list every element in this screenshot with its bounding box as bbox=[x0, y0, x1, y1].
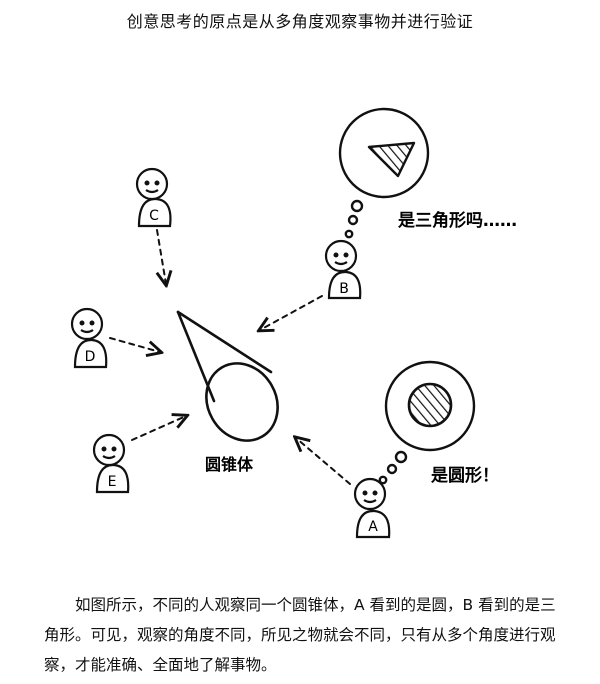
person-d bbox=[70, 307, 108, 369]
arrow-b-to-cone bbox=[260, 295, 323, 330]
person-d-letter: D bbox=[85, 349, 96, 365]
arrow-e-to-cone bbox=[131, 416, 186, 441]
page-title: 创意思考的原点是从多角度观察事物并进行验证 bbox=[126, 12, 474, 31]
cone bbox=[176, 310, 279, 442]
cone-perspective-diagram: 圆锥体 C D E B A bbox=[70, 107, 517, 539]
person-b-letter: B bbox=[339, 281, 349, 297]
arrow-c-to-cone bbox=[157, 229, 166, 284]
person-c-letter: C bbox=[149, 208, 159, 224]
arrow-d-to-cone bbox=[109, 337, 160, 352]
person-c bbox=[135, 167, 172, 228]
person-a bbox=[353, 477, 391, 539]
person-e-letter: E bbox=[108, 474, 117, 490]
person-a-letter: A bbox=[368, 519, 378, 535]
cone-label: 圆锥体 bbox=[205, 455, 254, 474]
caption-paragraph: 如图所示，不同的人观察同一个圆锥体，A 看到的是圆，B 看到的是三角形。可见，观… bbox=[44, 596, 556, 674]
circle-view-icon bbox=[407, 382, 453, 428]
arrow-a-to-cone bbox=[296, 438, 351, 485]
person-e bbox=[92, 433, 130, 494]
triangle-view-icon bbox=[367, 141, 416, 178]
speech-b-text: 是三角形吗…… bbox=[398, 210, 517, 231]
speech-a-text: 是圆形！ bbox=[431, 465, 499, 486]
person-b bbox=[324, 239, 362, 300]
